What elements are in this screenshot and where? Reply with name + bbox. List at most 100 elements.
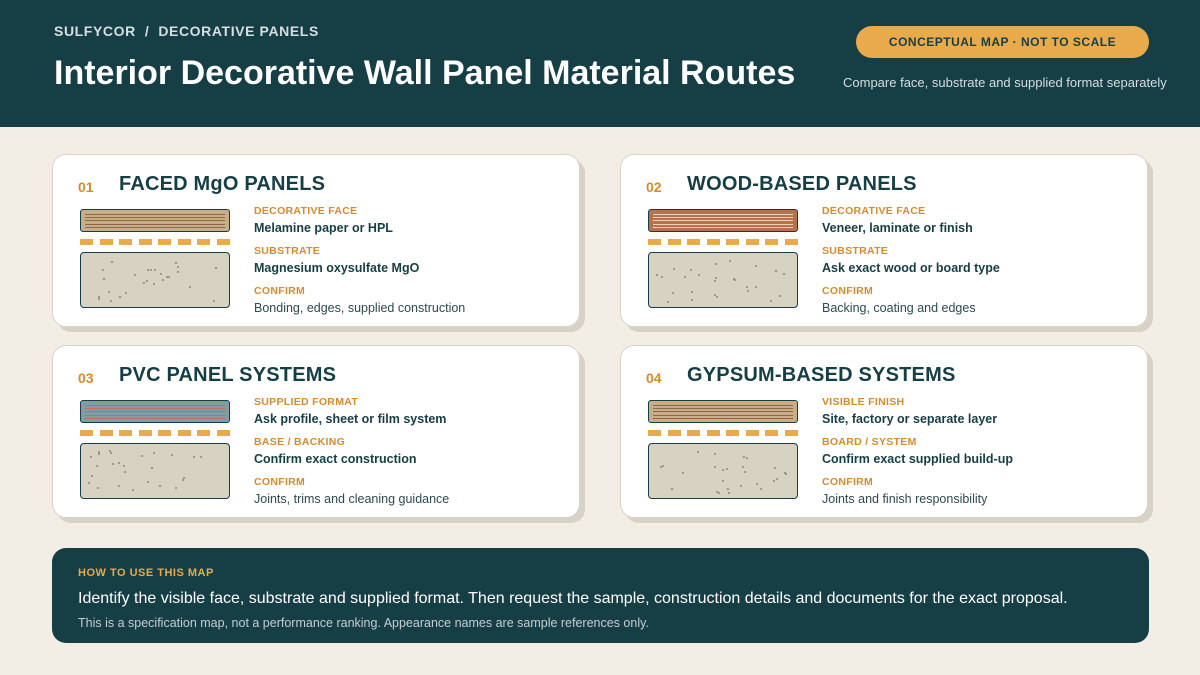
substrate-speckle (109, 450, 112, 453)
bond-dash (119, 239, 133, 245)
substrate-speckle (783, 471, 786, 474)
substrate-speckle (199, 456, 202, 459)
card-number: 03 (78, 370, 94, 386)
face-stripe (85, 417, 225, 419)
substrate-speckle (760, 488, 763, 491)
page-header: SULFYCOR/DECORATIVE PANELS Interior Deco… (0, 0, 1200, 127)
substrate-speckle (146, 280, 149, 283)
header-note: Compare face, substrate and supplied for… (843, 75, 1167, 90)
substrate-speckle (785, 473, 788, 476)
substrate-speckle (147, 481, 150, 484)
substrate-speckle (782, 272, 785, 275)
route-card-pvc: 03 PVC PANEL SYSTEMS SUPPLIED FORMAT Ask… (52, 345, 580, 518)
substrate-speckle (715, 262, 718, 265)
field-value: Joints and finish responsibility (822, 492, 988, 506)
substrate-speckle (111, 462, 114, 465)
layer-diagram (648, 400, 800, 500)
face-stripe (653, 220, 793, 222)
field-value: Ask exact wood or board type (822, 261, 1000, 275)
bond-dash (138, 239, 152, 245)
field-value: Melamine paper or HPL (254, 221, 393, 235)
face-stripe (653, 217, 793, 219)
bond-dash (648, 239, 661, 245)
bond-dash (197, 239, 211, 245)
substrate-speckle (215, 266, 218, 269)
face-stripe (653, 414, 793, 416)
substrate-speckle (716, 490, 719, 493)
substrate-speckle (691, 291, 694, 294)
substrate-speckle (188, 286, 191, 289)
substrate-speckle (152, 282, 155, 285)
substrate-speckle (143, 282, 146, 285)
substrate-speckle (713, 279, 716, 282)
face-stripe (85, 220, 225, 222)
substrate-speckle (117, 484, 120, 487)
field-value: Ask profile, sheet or film system (254, 412, 447, 426)
field-label: VISIBLE FINISH (822, 396, 905, 408)
field-decorative-face: DECORATIVE FACE Veneer, laminate or fini… (822, 205, 1132, 235)
bond-dash (726, 239, 740, 245)
bond-dash (158, 430, 172, 436)
field-value: Veneer, laminate or finish (822, 221, 973, 235)
substrate-speckle (746, 289, 749, 292)
substrate-layer (648, 443, 798, 499)
field-value: Confirm exact construction (254, 452, 417, 466)
face-stripe (85, 405, 225, 406)
substrate-layer (80, 443, 230, 499)
bond-dash (80, 239, 93, 245)
bond-dash (726, 430, 740, 436)
substrate-speckle (755, 482, 758, 485)
breadcrumb-separator: / (144, 23, 150, 39)
bond-dash (745, 430, 759, 436)
substrate-speckle (109, 451, 112, 454)
field-confirm: CONFIRM Joints and finish responsibility (822, 476, 1132, 506)
bond-dash (177, 239, 191, 245)
face-stripe (653, 226, 793, 228)
substrate-speckle (132, 489, 135, 492)
substrate-speckle (713, 453, 716, 456)
scale-badge: CONCEPTUAL MAP · NOT TO SCALE (856, 26, 1149, 58)
bond-dash (216, 239, 230, 245)
bond-line (80, 430, 230, 436)
breadcrumb-brand: SULFYCOR (54, 23, 136, 39)
field-label: CONFIRM (254, 285, 306, 297)
bond-dash (667, 430, 681, 436)
substrate-speckle (779, 295, 782, 298)
bond-dash (158, 239, 172, 245)
substrate-speckle (740, 484, 743, 487)
field-visible-finish: VISIBLE FINISH Site, factory or separate… (822, 396, 1132, 426)
card-fields: VISIBLE FINISH Site, factory or separate… (822, 396, 1132, 516)
card-fields: DECORATIVE FACE Melamine paper or HPL SU… (254, 205, 564, 325)
card-number: 01 (78, 179, 94, 195)
face-stripe (85, 217, 225, 219)
substrate-speckle (671, 292, 674, 295)
card-fields: DECORATIVE FACE Veneer, laminate or fini… (822, 205, 1132, 325)
field-value: Site, factory or separate layer (822, 412, 998, 426)
substrate-speckle (150, 268, 153, 271)
substrate-speckle (97, 295, 100, 298)
substrate-speckle (117, 462, 120, 465)
field-value: Joints, trims and cleaning guidance (254, 492, 450, 506)
substrate-speckle (109, 300, 112, 303)
substrate-speckle (88, 481, 91, 484)
bond-dash (99, 239, 113, 245)
bond-dash (687, 239, 701, 245)
card-number: 04 (646, 370, 662, 386)
substrate-speckle (729, 260, 732, 262)
breadcrumb: SULFYCOR/DECORATIVE PANELS (54, 23, 319, 39)
field-label: DECORATIVE FACE (822, 205, 926, 217)
face-stripe (85, 408, 225, 410)
substrate-speckle (175, 486, 178, 489)
layer-diagram (648, 209, 800, 309)
substrate-speckle (90, 475, 93, 478)
substrate-speckle (212, 299, 215, 302)
substrate-speckle (666, 300, 669, 303)
substrate-speckle (98, 452, 101, 455)
page-title: Interior Decorative Wall Panel Material … (54, 54, 796, 92)
substrate-speckle (177, 270, 180, 273)
field-confirm: CONFIRM Joints, trims and cleaning guida… (254, 476, 564, 506)
substrate-speckle (681, 472, 684, 475)
bond-dash (99, 430, 113, 436)
substrate-speckle (158, 484, 161, 487)
face-stripe (653, 405, 793, 406)
